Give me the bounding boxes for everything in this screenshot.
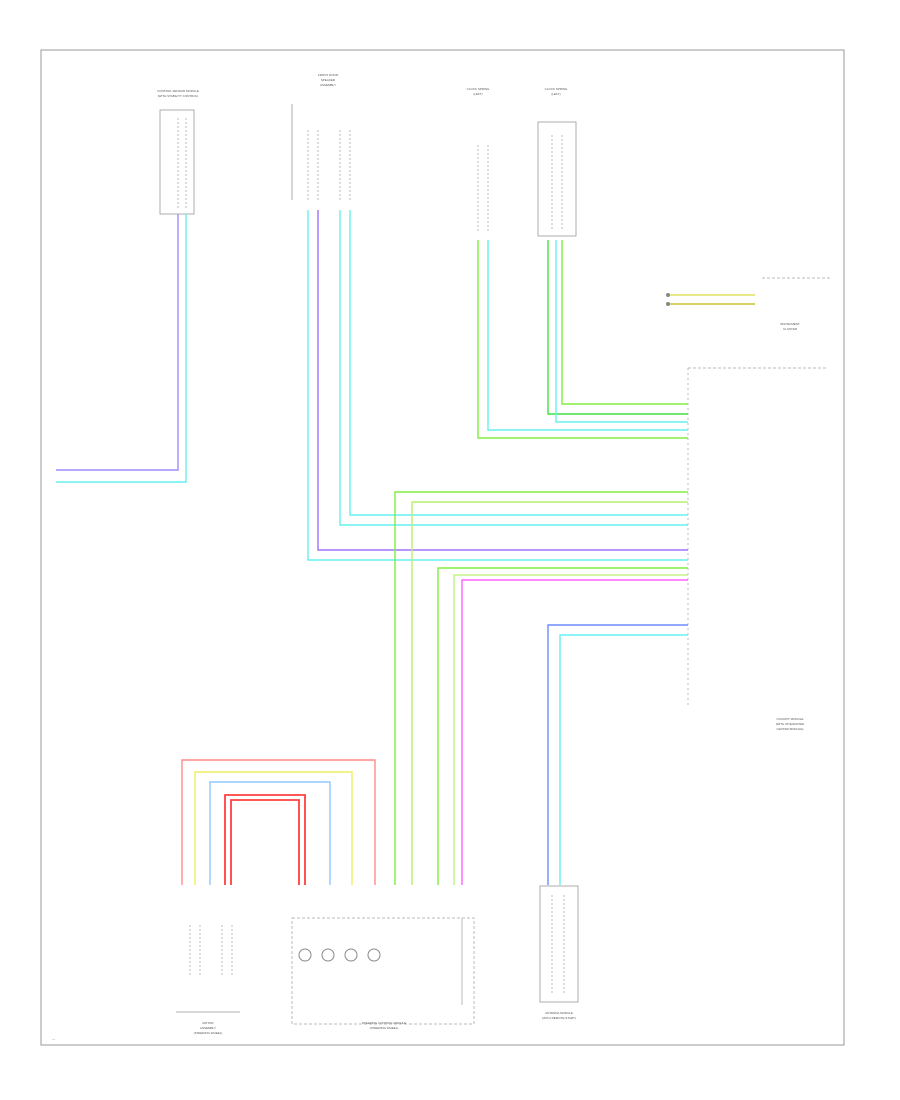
top-right-clockspring-2: CLOCK SPRING (LEFT) <box>537 87 577 237</box>
antenna-module-box <box>539 885 579 1003</box>
bottom-left-motor: MOTOR ASSEMBLY (STEERING WHEEL) <box>176 925 240 1035</box>
wire-magenta <box>461 579 688 885</box>
top-mid-speaker-label: FRONT DOOR <box>318 73 339 77</box>
diagram-frame <box>40 49 845 1046</box>
wire-cyan <box>56 214 187 483</box>
wire-red <box>224 794 306 885</box>
wire-cyan <box>555 240 688 423</box>
wire-green <box>547 240 688 415</box>
cockpit-module-label: COCKPIT MODULE <box>777 717 804 721</box>
clockspring-1-label-2: (LEFT) <box>473 92 482 96</box>
wire-yellow <box>194 771 353 885</box>
switch-contact <box>321 948 335 962</box>
top-mid-speaker-label-3: ASSEMBLY <box>320 83 336 87</box>
clockspring-2-label: CLOCK SPRING <box>545 87 568 91</box>
switch-contact <box>367 948 381 962</box>
wire-light-green <box>453 574 688 885</box>
wire-green <box>394 491 688 885</box>
clockspring-2-label-2: (LEFT) <box>551 92 560 96</box>
wire-blue <box>547 624 688 885</box>
steering-module-box <box>291 917 475 1025</box>
steering-module-label: STEERING CONTROL MODULE <box>362 1021 406 1025</box>
splice-dot <box>666 302 670 306</box>
steering-module-label-2: (STEERING WHEEL) <box>370 1026 399 1030</box>
wire-cyan <box>559 634 688 885</box>
clockspring-1-label: CLOCK SPRING <box>467 87 490 91</box>
switch-contact <box>344 948 358 962</box>
top-mid-speaker: FRONT DOOR SPEAKER ASSEMBLY <box>291 73 351 200</box>
wire-cyan <box>487 240 688 431</box>
top-left-sensor: CONTROL SENSOR MODULE (WITH STABILITY CO… <box>157 89 199 215</box>
page-id: — <box>52 1037 55 1041</box>
wire-green <box>437 567 688 885</box>
motor-label-2: ASSEMBLY <box>200 1026 216 1030</box>
top-left-connector-box <box>159 109 195 215</box>
wire-light-green <box>411 501 688 885</box>
wire-pink <box>181 759 376 885</box>
cockpit-module-label-3: CENTER MODULE) <box>776 727 803 731</box>
wire-cyan <box>339 210 688 526</box>
wire-purple <box>56 214 179 471</box>
cockpit-module-label-2: (WITH INTEGRATED <box>776 722 805 726</box>
wire-purple <box>317 210 688 551</box>
wire-cyan <box>349 210 688 516</box>
top-left-sensor-label-2: (WITH STABILITY CONTROL) <box>158 94 199 98</box>
wire-cyan <box>307 210 688 561</box>
clockspring-2-box <box>537 121 577 237</box>
switch-contact <box>298 948 312 962</box>
wire-green <box>561 240 688 405</box>
instrument-cluster: INSTRUMENT CLUSTER <box>666 277 830 331</box>
antenna-label-2: (WITH REMOTE START) <box>542 1016 576 1020</box>
wire-light-blue <box>209 781 331 885</box>
top-mid-speaker-label-2: SPEAKER <box>321 78 336 82</box>
antenna-module: ANTENNA MODULE (WITH REMOTE START) <box>539 885 579 1020</box>
wire-green <box>477 240 688 439</box>
top-right-clockspring-1: CLOCK SPRING (LEFT) <box>467 87 490 232</box>
splice-dot <box>666 293 670 297</box>
wire-red <box>230 799 300 885</box>
instrument-cluster-label-2: CLUSTER <box>783 327 798 331</box>
steering-control-module: STEERING CONTROL MODULE (STEERING WHEEL) <box>291 917 475 1030</box>
top-left-sensor-label: CONTROL SENSOR MODULE <box>157 89 199 93</box>
motor-label: MOTOR <box>202 1021 214 1025</box>
cockpit-module: COCKPIT MODULE (WITH INTEGRATED CENTER M… <box>687 367 828 731</box>
motor-label-3: (STEERING WHEEL) <box>194 1031 223 1035</box>
instrument-cluster-label: INSTRUMENT <box>780 322 800 326</box>
antenna-label: ANTENNA MODULE <box>545 1011 573 1015</box>
